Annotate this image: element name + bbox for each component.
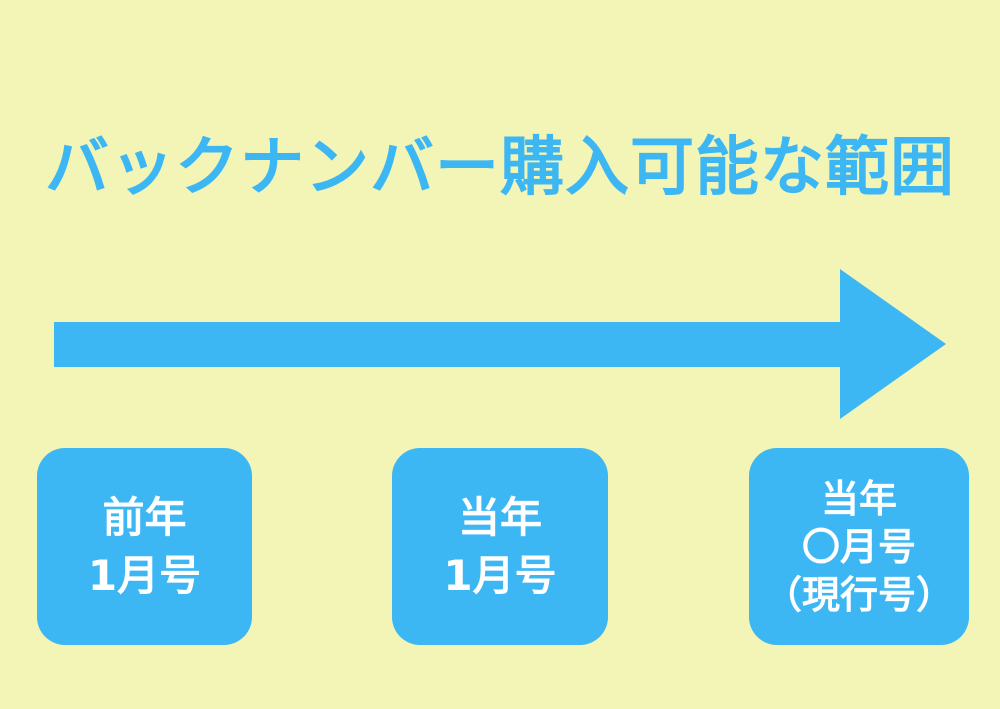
box-label-line: 〇月号 — [801, 524, 916, 569]
box-label-line: 前年 — [102, 492, 187, 542]
timeline-box-previous-year-january: 前年 1月号 — [37, 448, 252, 645]
box-label-line: 1月号 — [443, 550, 557, 600]
timeline-arrow-shape — [54, 269, 946, 419]
box-label-line: （現行号） — [763, 572, 954, 617]
box-label-line: 1月号 — [87, 550, 202, 600]
box-label-line: 当年 — [457, 492, 542, 542]
box-label-line: 当年 — [820, 476, 897, 521]
timeline-box-current-year-january: 当年 1月号 — [392, 448, 608, 645]
page-title: バックナンバー購入可能な範囲 — [45, 131, 955, 205]
timeline-box-current-issue: 当年 〇月号 （現行号） — [749, 448, 969, 645]
